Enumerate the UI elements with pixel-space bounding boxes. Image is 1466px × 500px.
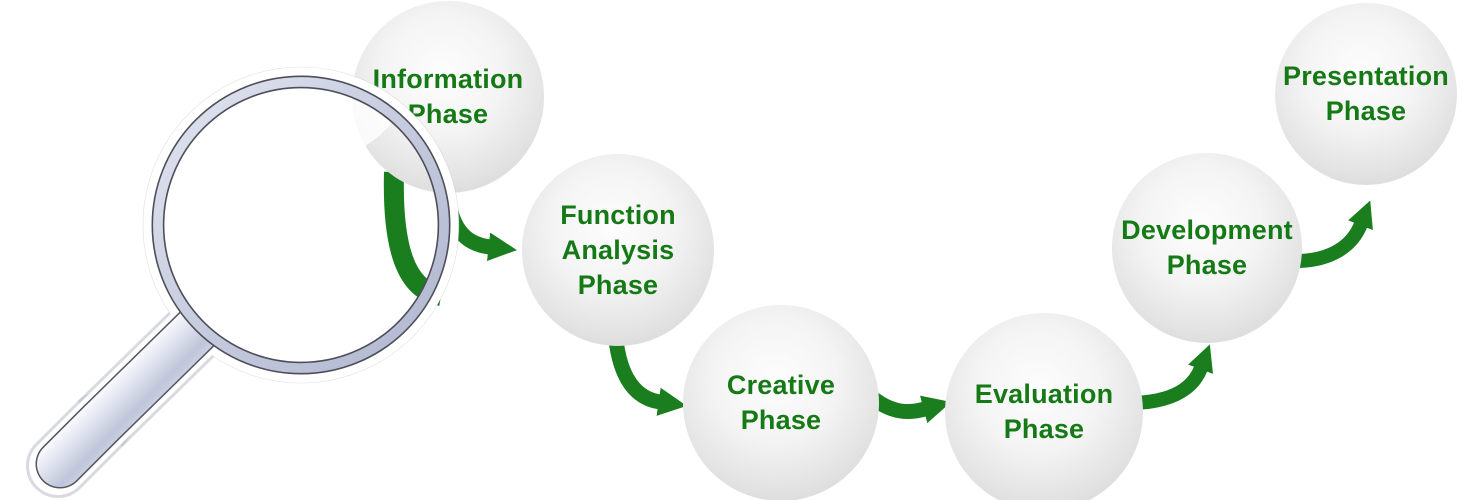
magnifier-handle <box>35 310 216 489</box>
arrow-development-to-presentation <box>1298 200 1373 268</box>
phase-label: Information Phase <box>372 64 524 129</box>
creative-phase-circle: Creative Phase <box>683 305 879 500</box>
information-phase-circle: Information Phase <box>352 1 544 193</box>
arrow-information-to-function-analysis <box>438 183 517 261</box>
phase-label: Function Analysis Phase <box>560 199 676 300</box>
handle-ghost-outline <box>77 310 216 447</box>
development-phase-circle: Development Phase <box>1112 153 1302 343</box>
phase-label: Creative Phase <box>726 370 836 435</box>
arrow-evaluation-to-development <box>1132 344 1213 410</box>
phase-label: Presentation Phase <box>1283 61 1449 126</box>
presentation-phase-circle: Presentation Phase <box>1275 3 1457 185</box>
phase-label: Evaluation Phase <box>974 379 1114 444</box>
phase-label: Development Phase <box>1121 215 1293 280</box>
evaluation-phase-circle: Evaluation Phase <box>945 313 1143 500</box>
function-analysis-phase-circle: Function Analysis Phase <box>522 154 714 346</box>
arrow-creative-to-evaluation <box>869 392 952 424</box>
